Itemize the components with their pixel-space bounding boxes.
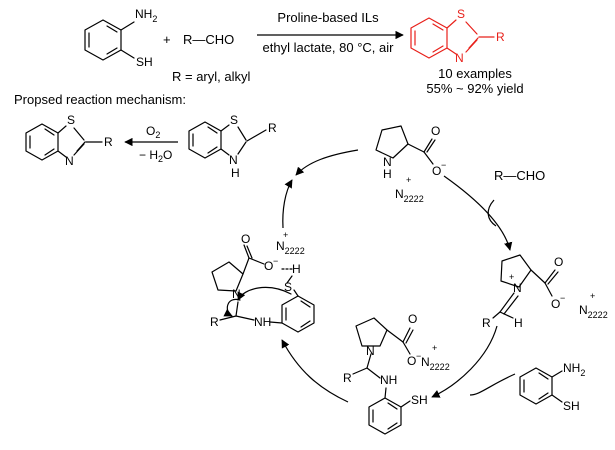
cycle-arrow-ring-closure xyxy=(282,179,293,229)
aminothiophenol-reagent: NH2 SH xyxy=(519,361,585,413)
cycle-arrow-addition xyxy=(431,325,498,398)
nitrogen-label: N xyxy=(229,153,238,167)
conditions-label: ethyl lactate, 80 °C, air xyxy=(263,40,395,55)
nitrogen-label: N xyxy=(383,155,392,169)
product-sulfur: S xyxy=(457,7,465,21)
benzothiazoline-intermediate: S N H R xyxy=(188,113,277,180)
product-nitrogen: N xyxy=(455,51,464,65)
plus-charge: + xyxy=(509,272,514,282)
yield-range: 55% ~ 92% yield xyxy=(426,81,523,96)
cycle-arrow-release xyxy=(295,149,359,176)
sulfur-label: S xyxy=(230,113,238,127)
amine-nh-label: NH xyxy=(380,373,397,387)
hydrogen-label: H xyxy=(292,262,301,276)
plus-charge: + xyxy=(590,291,595,301)
product-r-group: R xyxy=(496,30,505,44)
tetraethylammonium: N2222 xyxy=(395,187,424,204)
mechanism-title: Propsed reaction mechanism: xyxy=(14,92,186,107)
water-loss-label: − H2O xyxy=(139,148,172,164)
carboxylate-oxygen: O xyxy=(407,354,416,368)
benzothiazole-mechanism-product: S N R xyxy=(25,113,113,168)
tetraethylammonium: N2222 xyxy=(579,303,608,320)
hydrogen-label: H xyxy=(383,167,392,181)
carbonyl-oxygen: O xyxy=(408,312,417,326)
nitrogen-label: N xyxy=(232,287,241,301)
r-group-label: R xyxy=(210,315,219,329)
benzothiazole-product: S N R xyxy=(410,7,505,65)
catalyst-label: Proline-based ILs xyxy=(277,10,379,25)
carboxylate-oxygen: O xyxy=(264,259,273,273)
nitrogen-label: N xyxy=(513,281,522,295)
aminothiophenol-entry-arrow xyxy=(469,373,516,396)
minus-charge: − xyxy=(416,351,421,361)
nitrogen-label: N xyxy=(366,344,375,358)
r-group-label: R xyxy=(343,371,352,385)
iminium-intermediate: O O − N + R H + N2222 xyxy=(482,254,608,330)
sulfur-label: S xyxy=(67,113,75,127)
proline-anion: O O − N H + N2222 xyxy=(375,124,446,204)
minus-charge: − xyxy=(560,293,565,303)
tetraethylammonium: N2222 xyxy=(421,355,450,372)
carbonyl-oxygen: O xyxy=(431,124,440,138)
amine-label: NH2 xyxy=(135,7,157,24)
nitrogen-label: N xyxy=(65,154,74,168)
aldehyde-reactant: R—CHO xyxy=(183,32,234,47)
cycle-arrow-cyclization-start xyxy=(281,339,349,403)
plus-sign: + xyxy=(163,32,171,47)
hydrogen-label: H xyxy=(231,166,240,180)
thiol-label: SH xyxy=(411,393,428,407)
carboxylate-oxygen: O xyxy=(551,297,560,311)
thiol-label: SH xyxy=(136,55,153,69)
plus-charge: + xyxy=(432,343,437,353)
tetraethylammonium: N2222 xyxy=(276,239,305,256)
r-group-label: R xyxy=(268,121,277,135)
r-definition: R = aryl, alkyl xyxy=(172,69,250,84)
aminothiophenol-reactant: NH2 SH xyxy=(84,7,157,69)
r-group-label: R xyxy=(104,135,113,149)
cyclization-intermediate: O O − H S N R NH + N2222 xyxy=(210,230,315,333)
carboxylate-oxygen: O xyxy=(432,164,441,178)
aminal-intermediate: O O − N R NH SH + N2222 xyxy=(343,312,450,435)
aldehyde-entry-arrow xyxy=(487,199,497,227)
thiol-label: SH xyxy=(563,399,580,413)
amine-label: NH2 xyxy=(563,361,585,378)
minus-charge: − xyxy=(273,256,278,266)
hydrogen-label: H xyxy=(514,316,523,330)
plus-charge: + xyxy=(283,230,288,240)
examples-count: 10 examples xyxy=(438,66,512,81)
r-group-label: R xyxy=(482,316,491,330)
minus-charge: − xyxy=(441,160,446,170)
aldehyde-reagent: R—CHO xyxy=(494,168,545,183)
amine-nh-label: NH xyxy=(254,315,271,329)
sulfur-label: S xyxy=(284,280,292,294)
plus-charge: + xyxy=(406,175,411,185)
cycle-arrow-condensation xyxy=(443,175,513,251)
carbonyl-oxygen: O xyxy=(554,255,563,269)
oxygen-label: O2 xyxy=(146,124,160,140)
carbonyl-oxygen: O xyxy=(241,232,250,246)
